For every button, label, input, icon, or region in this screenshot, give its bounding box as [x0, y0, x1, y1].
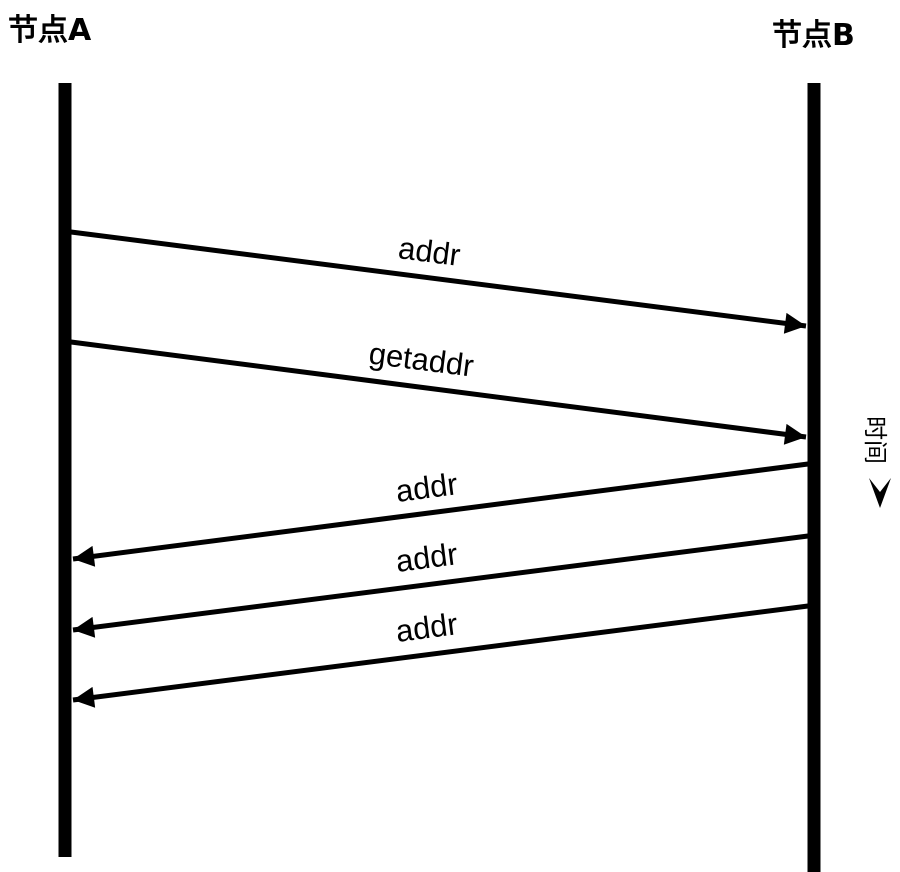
node-b-title: 节点B — [772, 18, 855, 53]
message-arrow-3 — [72, 461, 809, 567]
time-axis-label: 时间 — [861, 416, 889, 464]
message-arrow-2 — [70, 339, 807, 445]
message-label-4: addr — [394, 536, 460, 579]
message-label-1: addr — [396, 230, 462, 273]
message-label-3: addr — [394, 466, 460, 509]
message-arrow-4 — [72, 533, 809, 638]
node-a-title: 节点A — [8, 13, 92, 48]
time-down-arrow-icon — [869, 478, 891, 508]
message-label-5: addr — [394, 606, 460, 649]
message-label-2: getaddr — [367, 336, 476, 384]
message-arrow-5 — [72, 603, 809, 708]
message-arrow-1 — [70, 229, 807, 334]
